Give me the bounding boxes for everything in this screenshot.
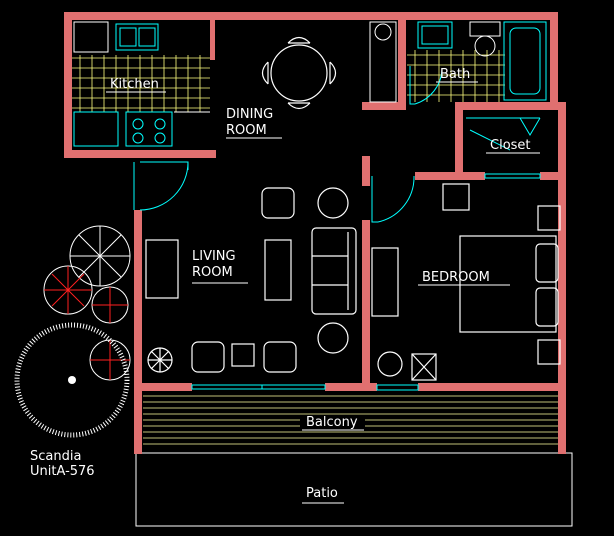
stove bbox=[125, 111, 173, 147]
patio-label: Patio bbox=[306, 486, 338, 501]
toilet bbox=[474, 35, 496, 57]
kitchen-label: Kitchen bbox=[110, 77, 159, 92]
patio-outline bbox=[135, 452, 573, 527]
living-label-line2: ROOM bbox=[192, 265, 233, 280]
kitchen-fixtures bbox=[73, 21, 210, 147]
kitchen-tile-floor bbox=[72, 55, 210, 112]
bed bbox=[459, 235, 557, 333]
kitchen-sink bbox=[115, 23, 159, 51]
closet-label: Closet bbox=[490, 138, 531, 153]
window-sills bbox=[133, 162, 541, 391]
bedroom-label: BEDROOM bbox=[422, 270, 490, 285]
refrigerator bbox=[73, 21, 109, 53]
living-furniture bbox=[145, 187, 357, 373]
bathtub bbox=[503, 21, 547, 101]
bath-fixtures bbox=[369, 21, 547, 103]
living-label-line1: LIVING bbox=[192, 249, 236, 264]
bath-label: Bath bbox=[440, 67, 470, 82]
dining-label-line2: ROOM bbox=[226, 123, 267, 138]
dining-label-line1: DINING bbox=[226, 107, 273, 122]
dining-table bbox=[261, 36, 337, 110]
bedroom-furniture bbox=[371, 183, 561, 381]
sofa bbox=[311, 227, 357, 315]
bath-sink bbox=[417, 21, 453, 49]
title-line2: UnitA-576 bbox=[30, 464, 95, 479]
doors bbox=[139, 66, 541, 223]
balcony-label: Balcony bbox=[306, 415, 358, 430]
title-line1: Scandia bbox=[30, 449, 81, 464]
bath-tile-floor bbox=[407, 50, 505, 102]
walls bbox=[64, 12, 566, 454]
balcony-deck-lines bbox=[143, 395, 565, 445]
landscaping bbox=[14, 225, 131, 438]
dishwasher bbox=[73, 111, 119, 147]
round-tree bbox=[14, 322, 130, 438]
room-labels: Kitchen DINING ROOM Bath Closet LIVING R… bbox=[30, 67, 540, 504]
